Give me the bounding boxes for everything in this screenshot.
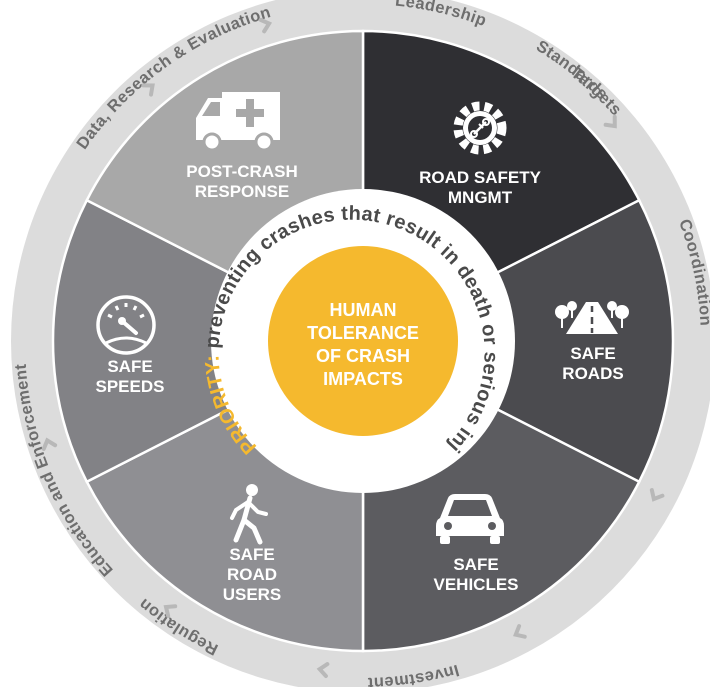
segment-safe-road-users-line1: SAFE (229, 545, 274, 564)
road-icon (555, 301, 629, 334)
segment-post-crash-line2: RESPONSE (195, 182, 289, 201)
center-line-2: TOLERANCE (307, 323, 419, 343)
chevron-icon (316, 662, 330, 678)
segment-safe-road-users-line3: USERS (223, 585, 282, 604)
chevron-icon (41, 437, 58, 451)
gear-icon (453, 101, 507, 155)
chevron-icon (649, 488, 665, 502)
chevron-icon (603, 114, 617, 129)
segment-post-crash-line1: POST-CRASH (186, 162, 297, 181)
segment-safe-road-users-line2: ROAD (227, 565, 277, 584)
segment-safe-speeds-line2: SPEEDS (96, 377, 165, 396)
car-icon (436, 494, 504, 544)
segment-safe-vehicles-line2: VEHICLES (433, 575, 518, 594)
chevron-icon (258, 17, 273, 34)
segment-safe-roads-line1: SAFE (570, 344, 615, 363)
chevron-icon (513, 624, 527, 639)
segment-safe-speeds-line1: SAFE (107, 357, 152, 376)
segment-labels: ROAD SAFETY MNGMT SAFE ROADS SAFE VEHICL… (96, 162, 624, 604)
center-line-1: HUMAN (330, 300, 397, 320)
segment-road-safety-line2: MNGMT (448, 188, 513, 207)
speedometer-icon (96, 295, 156, 355)
chevron-icon (163, 604, 178, 618)
center-line-4: IMPACTS (323, 369, 403, 389)
walking-person-icon (230, 484, 268, 545)
segment-safe-roads-line2: ROADS (562, 364, 623, 383)
ambulance-icon (196, 92, 280, 152)
segment-road-safety-line1: ROAD SAFETY (419, 168, 542, 187)
center-line-3: OF CRASH (316, 346, 410, 366)
chevrons-group (41, 17, 665, 678)
segments-group (51, 29, 675, 653)
segment-safe-vehicles-line1: SAFE (453, 555, 498, 574)
center-circle (268, 246, 458, 436)
chevron-icon (141, 83, 155, 97)
